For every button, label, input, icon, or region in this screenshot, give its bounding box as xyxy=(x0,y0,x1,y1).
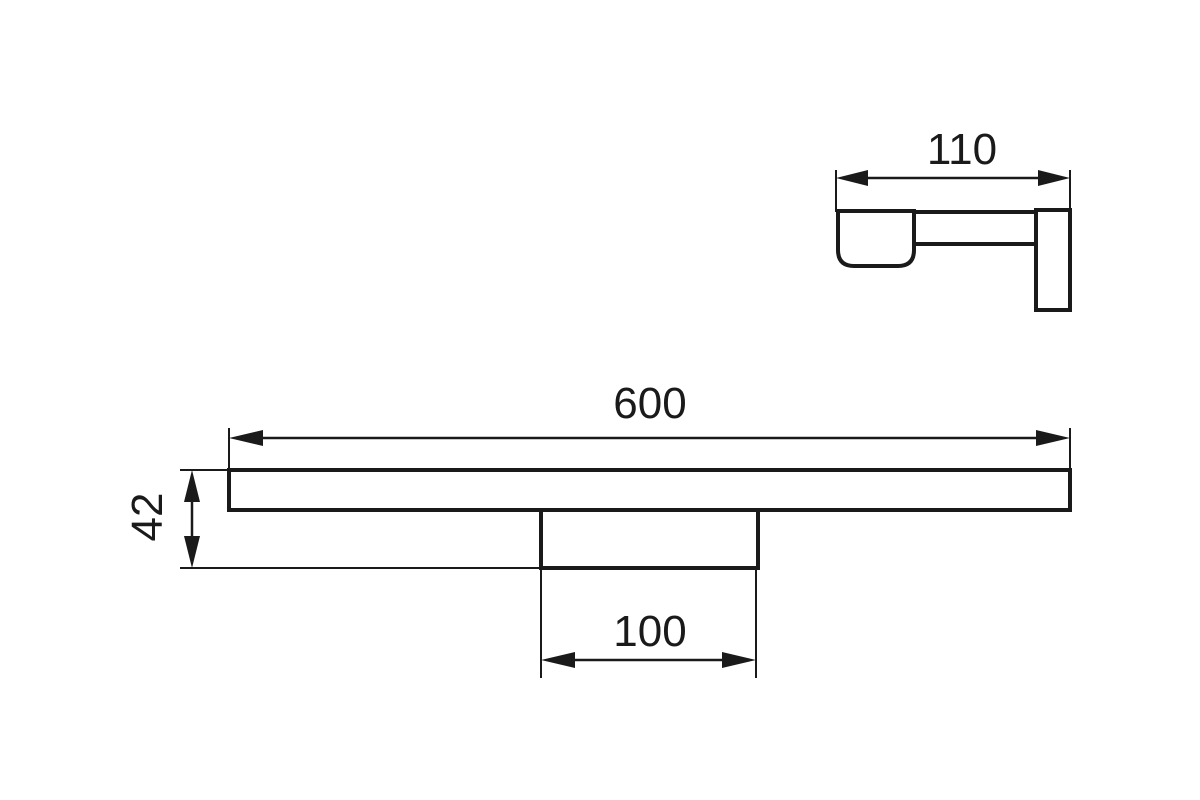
length-arrow-left xyxy=(229,430,263,446)
light-bar xyxy=(227,468,1072,512)
side-depth-label: 110 xyxy=(927,125,997,174)
height-arrow-bottom xyxy=(184,536,200,568)
height-label: 42 xyxy=(123,493,172,542)
side-arrow-left xyxy=(836,170,868,186)
mounting-block xyxy=(539,508,760,570)
lamp-head-profile xyxy=(836,209,916,268)
length-arrow-right xyxy=(1036,430,1070,446)
mount-arrow-right xyxy=(722,652,756,668)
side-view: 110 xyxy=(835,125,1072,312)
mount-width-label: 100 xyxy=(613,607,686,656)
total-length-label: 600 xyxy=(613,379,686,428)
side-arrow-right xyxy=(1038,170,1070,186)
wall-plate-profile xyxy=(1034,208,1072,312)
front-view: 600 42 100 xyxy=(123,379,1072,678)
height-arrow-top xyxy=(184,470,200,502)
connecting-arm xyxy=(914,210,1036,246)
mount-arrow-left xyxy=(541,652,575,668)
